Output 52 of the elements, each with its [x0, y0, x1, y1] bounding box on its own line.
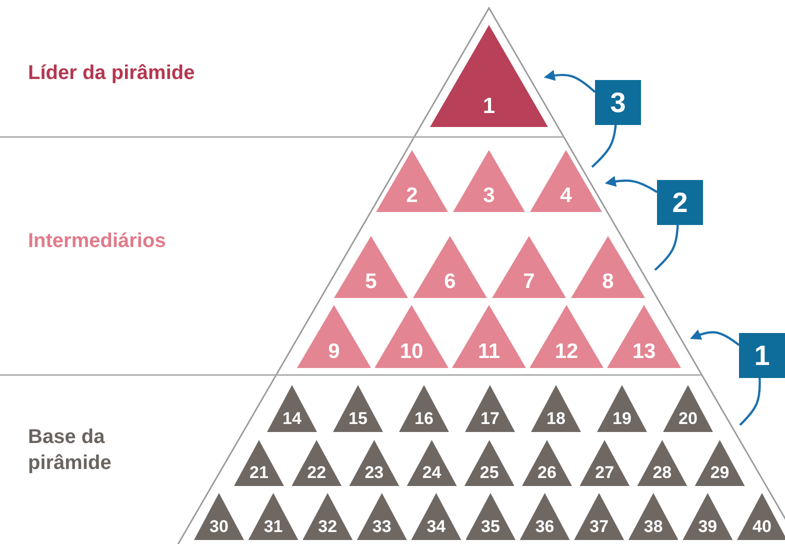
position-number: 2: [405, 185, 419, 206]
curved-arrow: [690, 330, 740, 346]
position-number: 36: [534, 518, 556, 535]
step-number-badge: 1: [739, 333, 785, 378]
connector-line: [591, 124, 617, 168]
position-number: 20: [678, 410, 698, 427]
position-number: 24: [421, 464, 442, 481]
position-number: 32: [317, 518, 338, 535]
position-number: 39: [697, 518, 718, 535]
connector-line: [654, 224, 679, 271]
position-number: 12: [554, 341, 580, 362]
position-number: 7: [522, 271, 536, 292]
position-number: 19: [612, 410, 632, 427]
curved-arrow: [604, 176, 658, 193]
curved-arrow: [544, 70, 596, 93]
position-number: 25: [478, 464, 500, 481]
position-number: 3: [482, 185, 496, 206]
position-number: 11: [476, 341, 502, 362]
step-number-badge: 2: [657, 180, 703, 225]
level-label: Intermediários: [28, 229, 167, 254]
position-number: 4: [559, 185, 573, 206]
position-number: 28: [652, 464, 673, 481]
position-number: 1: [482, 95, 496, 117]
connector-line: [739, 378, 761, 426]
position-number: 17: [480, 410, 500, 427]
position-number: 5: [364, 271, 378, 292]
position-number: 34: [426, 518, 447, 535]
position-number: 40: [752, 518, 772, 535]
position-number: 10: [398, 341, 424, 362]
position-number: 21: [248, 464, 270, 481]
position-number: 29: [709, 464, 730, 481]
position-number: 37: [588, 518, 610, 535]
position-number: 35: [480, 518, 501, 535]
position-number: 6: [443, 271, 457, 292]
position-number: 30: [208, 518, 230, 535]
position-number: 26: [536, 464, 558, 481]
level-label: Líder da pirâmide: [28, 61, 196, 86]
position-number: 14: [282, 410, 302, 427]
position-number: 9: [327, 341, 341, 362]
position-number: 18: [546, 410, 566, 427]
level-label: Base da pirâmide: [28, 425, 112, 476]
position-number: 22: [306, 464, 328, 481]
position-number: 23: [364, 464, 385, 481]
position-number: 38: [642, 518, 664, 535]
position-number: 33: [371, 518, 392, 535]
position-number: 15: [348, 410, 368, 427]
position-number: 16: [414, 410, 434, 427]
step-number-badge: 3: [595, 80, 641, 125]
position-number: 13: [631, 341, 657, 362]
position-number: 27: [594, 464, 616, 481]
position-number: 31: [262, 518, 284, 535]
position-number: 8: [601, 271, 615, 292]
